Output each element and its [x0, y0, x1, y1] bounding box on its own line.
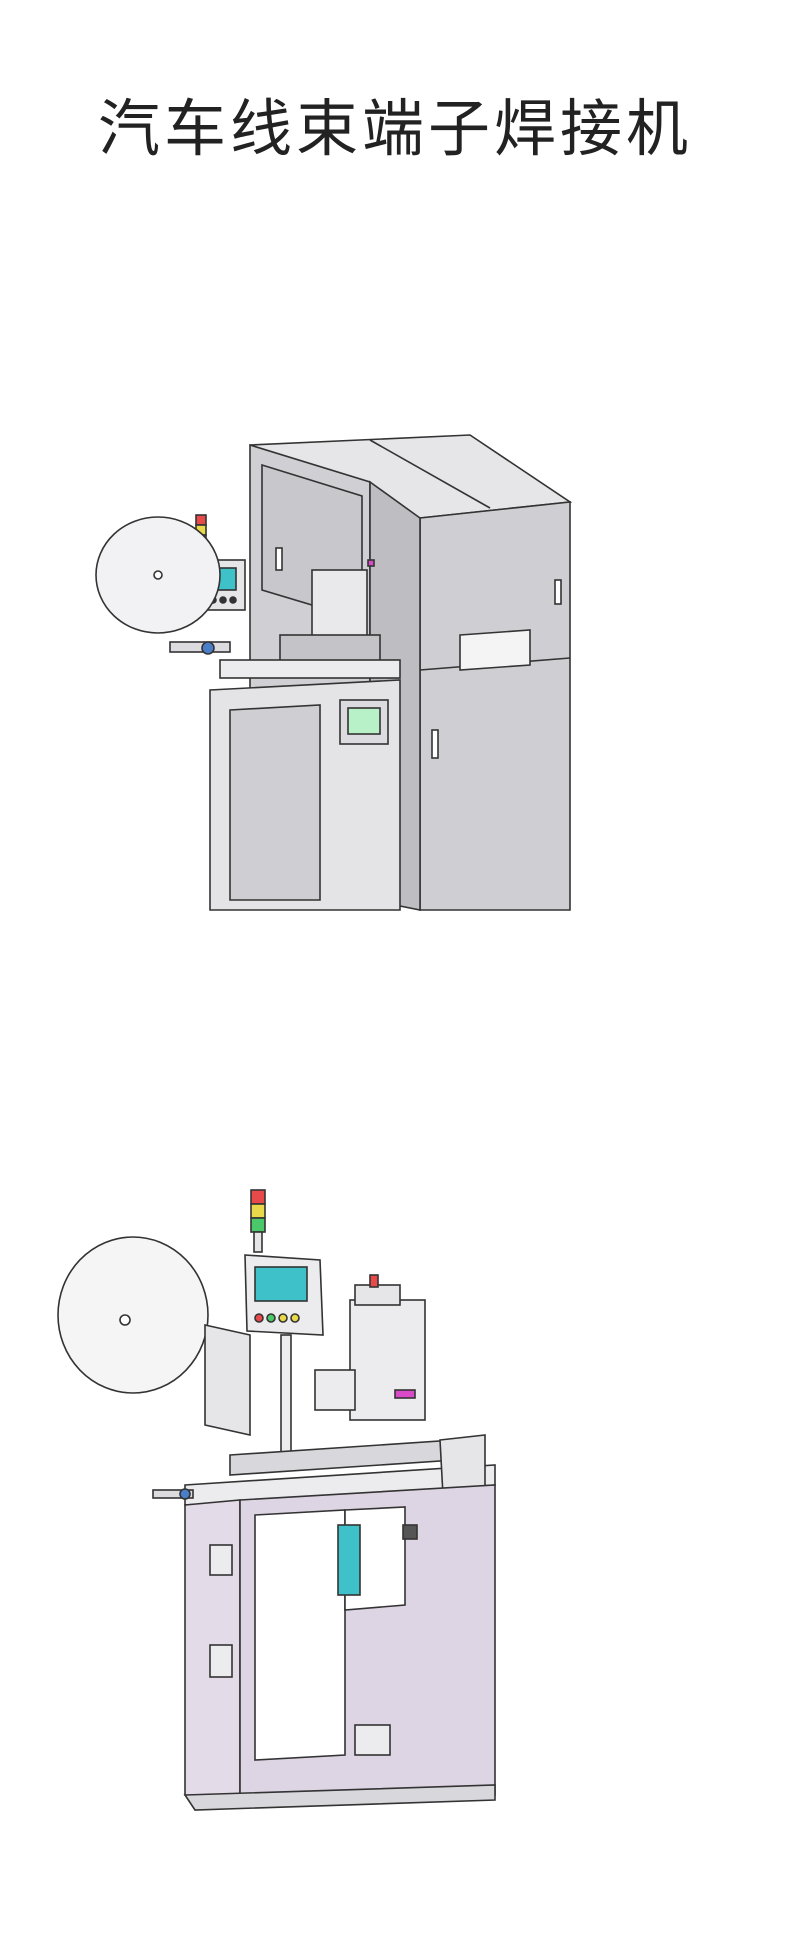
- welding-machine-open-icon: [57, 1189, 496, 1811]
- enclosed-machine-view: [50, 430, 680, 940]
- welding-machine-enclosed-icon: [95, 434, 573, 911]
- page-title: 汽车线束端子焊接机: [97, 92, 692, 165]
- open-machine-view: [55, 1185, 640, 1845]
